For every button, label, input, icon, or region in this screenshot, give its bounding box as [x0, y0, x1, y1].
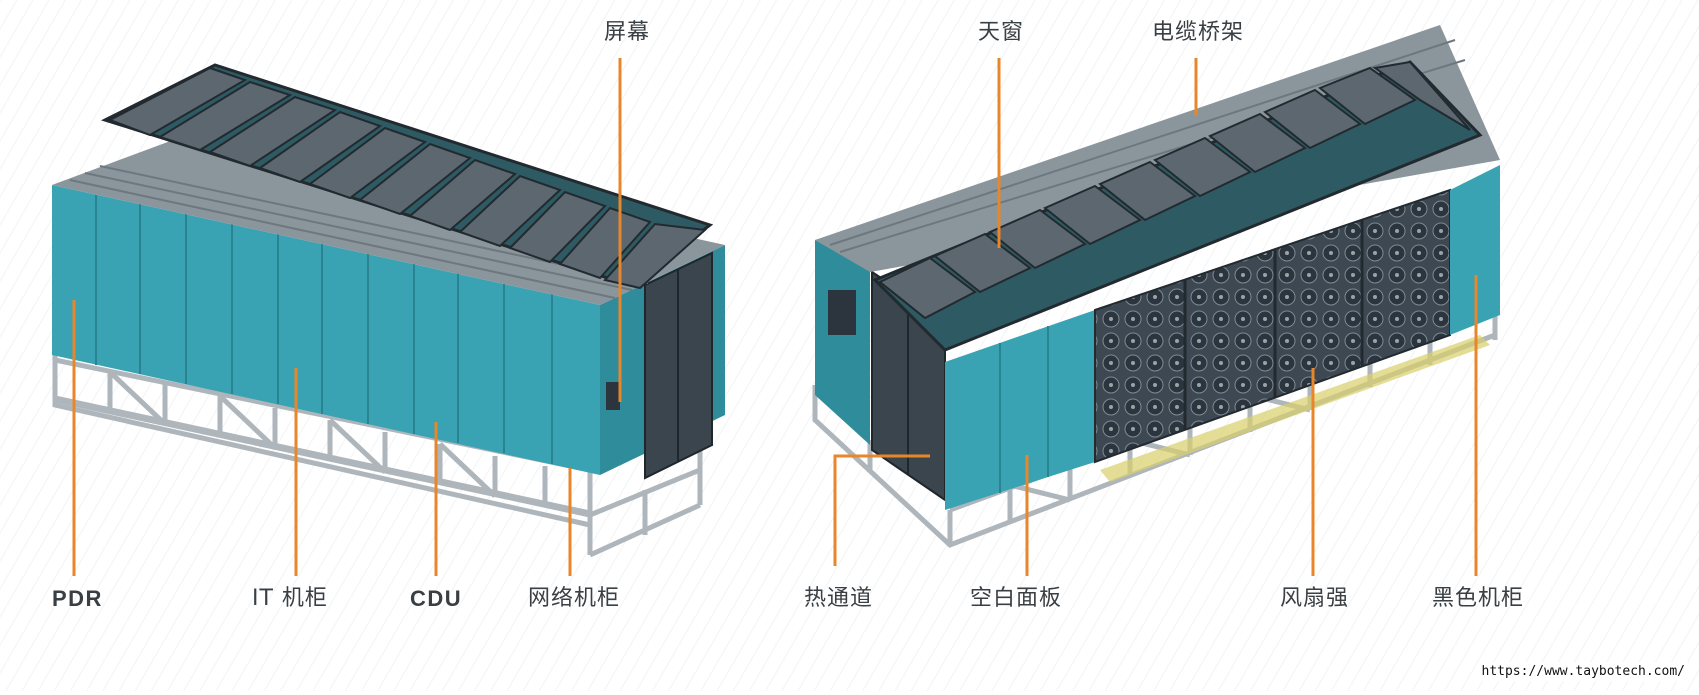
label-hot-aisle: 热通道 — [804, 586, 874, 611]
label-screen: 屏幕 — [604, 20, 651, 45]
label-it-cabinet: IT 机柜 — [252, 586, 328, 611]
right-fan-dividers — [1183, 220, 1364, 430]
callout-lines — [72, 58, 1478, 576]
right-side-window — [828, 290, 856, 335]
left-base-frame — [52, 355, 703, 558]
label-black-cabinet: 黑色机柜 — [1432, 586, 1525, 611]
watermark-url: https://www.taybotech.com/ — [1477, 662, 1689, 681]
right-skylight-panels — [878, 60, 1471, 320]
left-skylight-panels — [107, 66, 708, 290]
label-blank-panel: 空白面板 — [970, 586, 1063, 611]
left-front-wall — [52, 185, 600, 475]
right-end-cabinet — [1450, 165, 1500, 335]
right-blank-panels — [945, 310, 1095, 510]
right-module — [812, 25, 1500, 548]
left-panel-dividers — [95, 195, 553, 464]
label-cdu: CDU — [410, 586, 463, 611]
label-pdr: PDR — [52, 586, 103, 611]
label-cable-tray: 电缆桥架 — [1152, 20, 1245, 45]
label-network-cabinet: 网络机柜 — [528, 586, 621, 611]
right-floor — [1100, 335, 1490, 482]
left-screen — [606, 382, 620, 410]
left-module — [52, 63, 725, 558]
label-fan-wall: 风扇强 — [1280, 586, 1350, 611]
label-skylight: 天窗 — [978, 20, 1025, 45]
callout-line-hot-aisle — [833, 454, 930, 566]
